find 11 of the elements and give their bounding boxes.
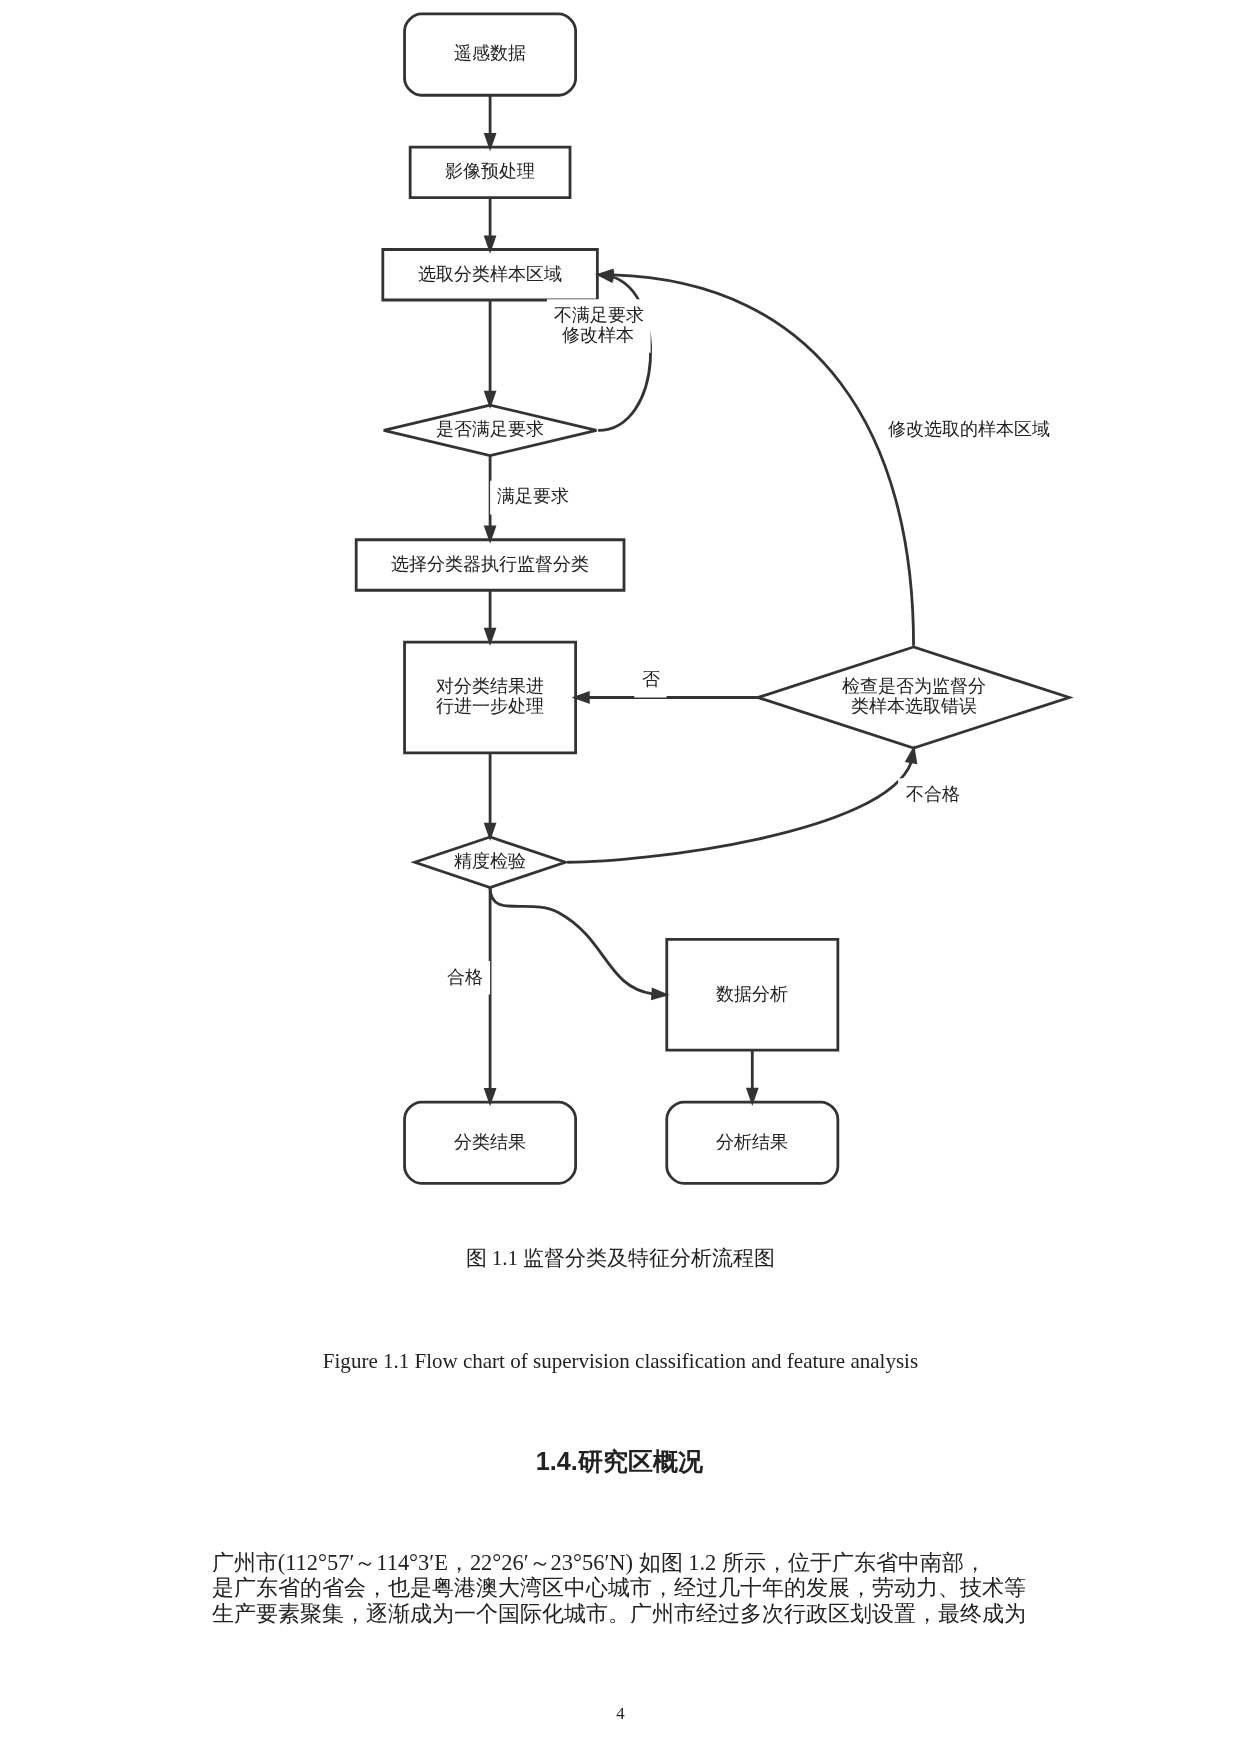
- label: 4: [615, 1704, 625, 1724]
- edge-label: 否: [641, 668, 660, 690]
- label: 广州市(112°57′～114°3′E，22°26′～23°56′N) 如图 1.2 所示，位于广东省中南部，是广东省的省会，也是粤港澳大湾区中心城市，经过几十年的发展，劳动力、技术等生产要素聚集，逐渐成为一个国际化城市。广州市经过多次行政区划设置，最终成为: [211, 1550, 1026, 1626]
- edge-label: 不满足要求修改样本: [553, 303, 644, 345]
- label: 1.4.研究区概况: [535, 1447, 703, 1475]
- edge-label: 不合格: [905, 782, 960, 804]
- label: Figure 1.1 Flow chart of supervision classification and feature analysis: [322, 1348, 918, 1373]
- edge-label: 满足要求: [496, 485, 569, 507]
- edge-label: 合格: [446, 965, 483, 987]
- edge-label: 修改选取的样本区域: [887, 418, 1050, 440]
- label: 图 1.1 监督分类及特征分析流程图: [465, 1246, 775, 1271]
